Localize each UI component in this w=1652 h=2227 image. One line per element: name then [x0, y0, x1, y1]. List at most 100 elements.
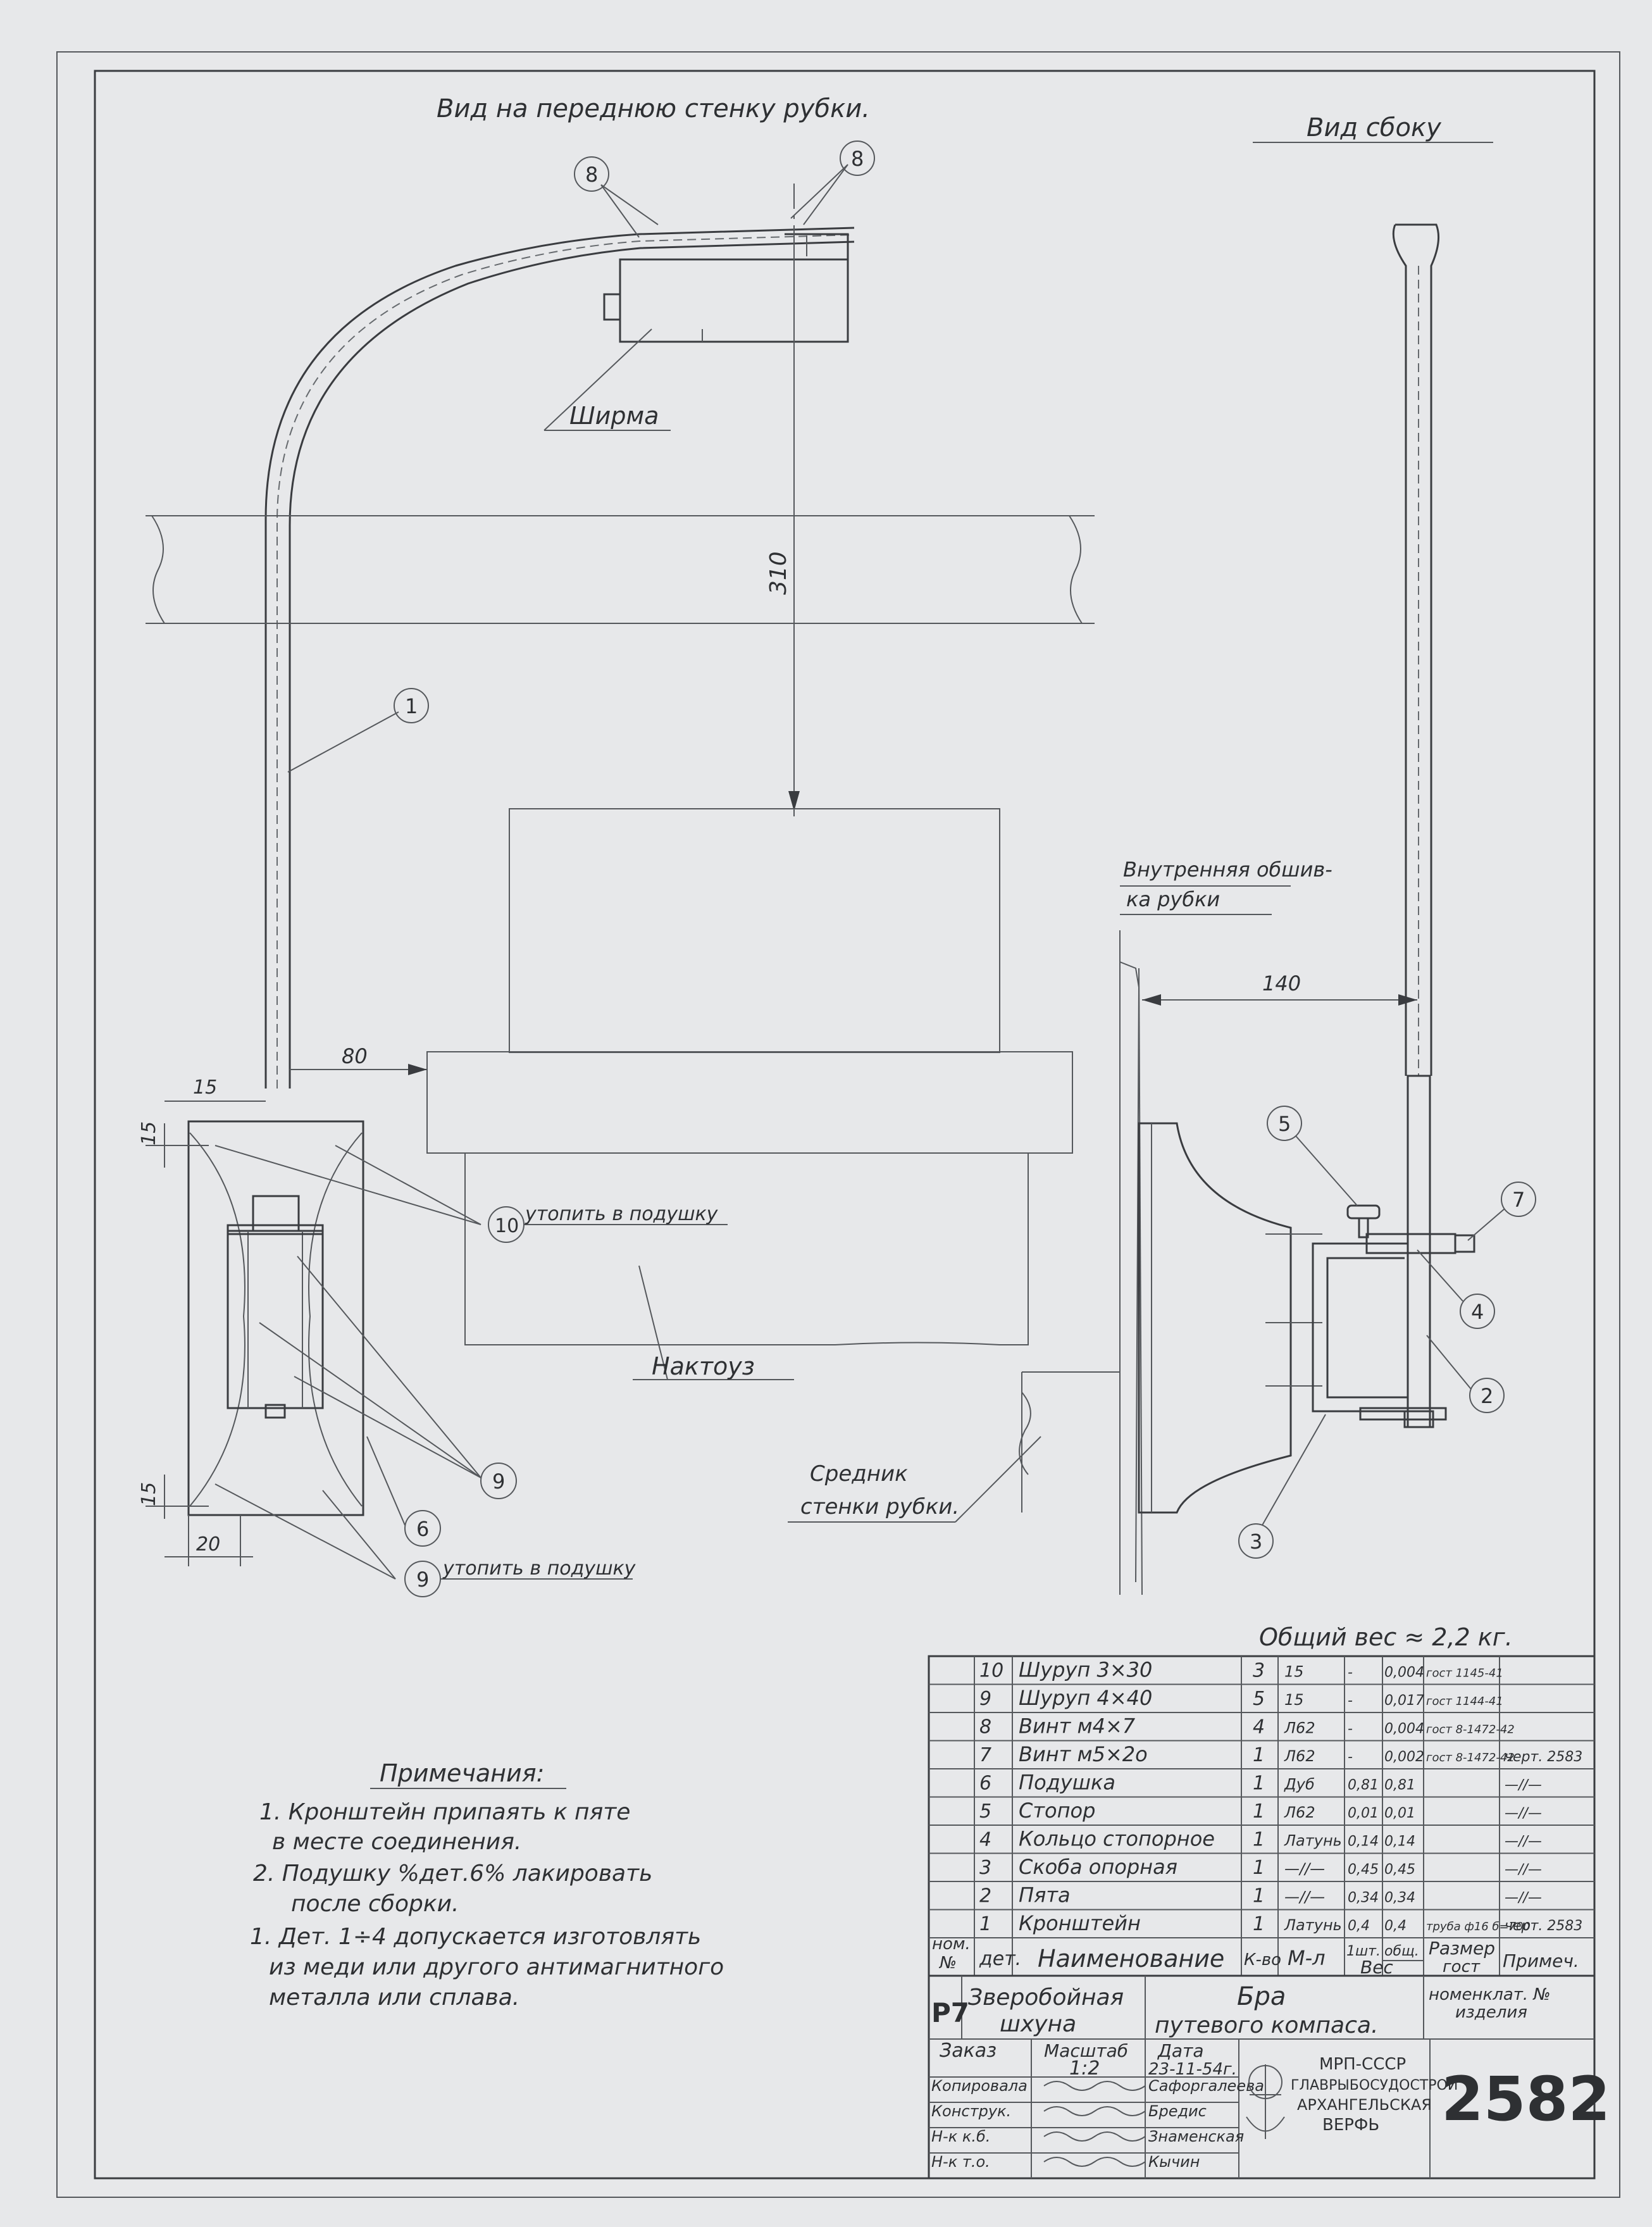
- svg-text:8: 8: [585, 163, 598, 187]
- bom-cell-mat: 15: [1284, 1691, 1304, 1709]
- svg-text:9: 9: [492, 1469, 505, 1494]
- bom-cell-note: —//—: [1505, 1862, 1542, 1878]
- svg-text:Вес: Вес: [1360, 1957, 1393, 1978]
- callout-9-lower: 9: [404, 1561, 633, 1597]
- signer-role: Н-к к.б.: [931, 2128, 990, 2145]
- bom-cell-no: 5: [979, 1800, 991, 1823]
- screen-label: Ширма: [569, 402, 659, 430]
- signer-name: Бредис: [1148, 2102, 1207, 2120]
- notes-title: Примечания:: [380, 1759, 544, 1787]
- bom-cell-mat: Латунь: [1284, 1832, 1342, 1850]
- note-3-line-1: 1. Дет. 1÷4 допускается изготовлять: [250, 1924, 701, 1950]
- bom-cell-wt: 0,004: [1384, 1721, 1424, 1737]
- wheelhouse-lining: [1019, 930, 1143, 1595]
- bom-cell-mat: Л62: [1284, 1804, 1315, 1821]
- order-label: Заказ: [940, 2040, 997, 2062]
- bom-cell-wt: 0,4: [1384, 1918, 1407, 1934]
- bom-cell-no: 9: [979, 1688, 991, 1710]
- bom-cell-mat: 15: [1284, 1663, 1304, 1681]
- screw-m5: [1454, 1234, 1475, 1253]
- bom-cell-std: гост 8-1472-42: [1426, 1723, 1515, 1737]
- svg-text:ном.: ном.: [932, 1935, 971, 1954]
- inner-lining-label: Внутренняя обшив-: [1123, 858, 1332, 882]
- svg-text:общ.: общ.: [1384, 1943, 1419, 1959]
- svg-text:№: №: [938, 1954, 957, 1973]
- bracket-side-view: [1392, 223, 1440, 1428]
- bom-cell-wt: 0,002: [1384, 1749, 1424, 1765]
- mullion-label-2: стенки рубки.: [800, 1494, 959, 1519]
- drawing-title-1: Бра: [1237, 1982, 1286, 2011]
- svg-text:дет.: дет.: [979, 1948, 1021, 1970]
- bom-cell-no: 4: [979, 1829, 991, 1851]
- pad-front-view: [187, 1120, 364, 1516]
- bom-cell-qty: 5: [1253, 1688, 1265, 1710]
- callout-9-upper: 9: [480, 1463, 517, 1499]
- bom-cell-note: черт. 2583: [1505, 1918, 1582, 1934]
- inner-lining-label-2: ка рубки: [1126, 887, 1220, 911]
- bom-cell-name: Подушка: [1019, 1771, 1115, 1795]
- bom-cell-no: 8: [979, 1716, 991, 1738]
- vessel-line-1: Зверобойная: [968, 1985, 1124, 2011]
- svg-text:1шт.: 1шт.: [1346, 1943, 1381, 1959]
- bom-cell-name: Винт м4×7: [1019, 1714, 1136, 1738]
- svg-text:К-во: К-во: [1244, 1950, 1281, 1969]
- signer-name: Кычин: [1148, 2153, 1200, 2171]
- note-2-line-2: после сборки.: [291, 1891, 459, 1917]
- signature-scribble: [1043, 2081, 1146, 2091]
- sheet-border: [94, 70, 1596, 2180]
- signer-role: Н-к т.о.: [931, 2153, 990, 2171]
- stop-knob: [1346, 1204, 1381, 1220]
- bom-cell-name: Скоба опорная: [1019, 1855, 1177, 1879]
- bom-cell-w1: -: [1348, 1693, 1353, 1709]
- dim-310: 310: [766, 551, 792, 595]
- support-bracket: [1312, 1204, 1475, 1421]
- svg-text:4: 4: [1471, 1300, 1484, 1324]
- outer-trim-line: [56, 51, 1620, 2198]
- svg-text:гост: гост: [1443, 1957, 1481, 1976]
- bom-cell-name: Пята: [1019, 1883, 1071, 1907]
- bom-cell-qty: 1: [1253, 1857, 1265, 1879]
- nomenclature-label-1: номенклат. №: [1429, 1985, 1551, 2004]
- bom-cell-note: —//—: [1505, 1890, 1542, 1906]
- bom-cell-note: —//—: [1505, 1834, 1542, 1850]
- bom-cell-w1: 0,81: [1348, 1778, 1379, 1793]
- bom-cell-no: 7: [979, 1744, 991, 1766]
- title-code: Р7: [931, 1997, 969, 2028]
- side-view-title: Вид сбоку: [1307, 113, 1442, 142]
- bom-cell-wt: 0,01: [1384, 1806, 1415, 1821]
- embed-9-note: утопить в подушку: [442, 1557, 637, 1580]
- dim-80: 80: [342, 1044, 368, 1068]
- bom-cell-w1: -: [1348, 1665, 1353, 1681]
- bom-cell-qty: 1: [1253, 1829, 1265, 1851]
- bom-cell-name: Винт м5×2о: [1019, 1742, 1148, 1766]
- drawing-number: 2582: [1441, 2064, 1610, 2135]
- heel-plate: [227, 1230, 324, 1409]
- org-line-1: МРП-СССР: [1319, 2055, 1406, 2074]
- org-line-4: ВЕРФЬ: [1322, 2116, 1379, 2135]
- svg-text:3: 3: [1250, 1530, 1262, 1554]
- bom-cell-qty: 4: [1253, 1716, 1265, 1738]
- date-value: 23-11-54г.: [1148, 2060, 1237, 2079]
- svg-text:1: 1: [405, 694, 418, 718]
- svg-text:Размер: Размер: [1429, 1938, 1495, 1959]
- bom-cell-no: 6: [979, 1773, 991, 1795]
- svg-text:7: 7: [1512, 1188, 1525, 1212]
- bom-cell-wt: 0,81: [1384, 1778, 1415, 1793]
- bom-cell-w1: -: [1348, 1749, 1353, 1765]
- org-line-2: ГЛАВРЫБОСУДОСТРОЙ: [1291, 2077, 1458, 2093]
- signature-scribble: [1043, 2106, 1146, 2116]
- bom-cell-name: Стопор: [1019, 1799, 1095, 1823]
- callout-3: 3: [1238, 1414, 1326, 1559]
- svg-text:10: 10: [495, 1215, 519, 1237]
- bom-cell-wt: 0,14: [1384, 1834, 1415, 1850]
- embed-10-note: утопить в подушку: [525, 1203, 719, 1225]
- bom-cell-w1: 0,01: [1348, 1806, 1379, 1821]
- nomenclature-label-2: изделия: [1455, 2003, 1527, 2022]
- callout-7: 7: [1467, 1182, 1536, 1241]
- scale-label: Масштаб: [1044, 2040, 1128, 2061]
- bom-cell-w1: -: [1348, 1721, 1353, 1737]
- signature-scribble: [1043, 2131, 1146, 2142]
- callout-8-right: 8: [790, 140, 875, 225]
